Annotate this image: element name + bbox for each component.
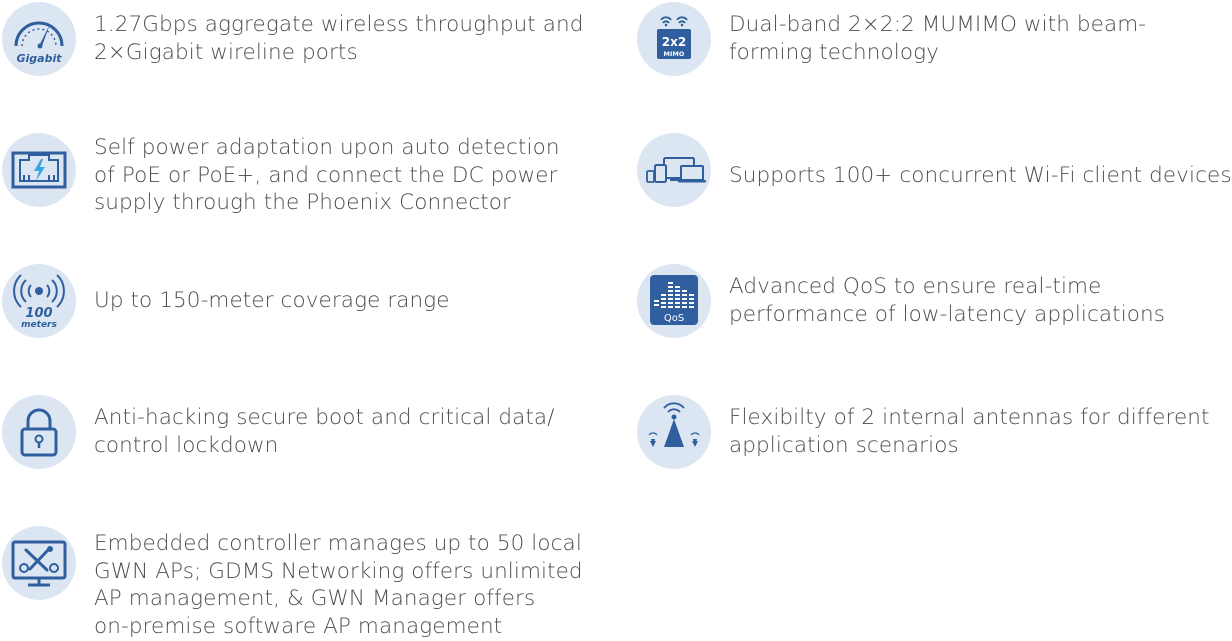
feature-line: AP management, & GWN Manager offers bbox=[94, 586, 536, 611]
feature-text-qos: Advanced QoS to ensure real-time perform… bbox=[729, 273, 1165, 328]
padlock-icon bbox=[20, 408, 58, 457]
controller-monitor-tools-icon bbox=[11, 540, 67, 587]
coverage-icon-sublabel: meters bbox=[21, 320, 57, 330]
mimo-wifi-icon: 2x2 MIMO bbox=[657, 16, 691, 59]
feature-line: control lockdown bbox=[94, 432, 279, 458]
feature-icon-circle bbox=[2, 133, 76, 207]
coverage-icon-label: 100 bbox=[25, 306, 52, 321]
feature-icon-circle: 2x2 MIMO bbox=[637, 2, 711, 76]
feature-line: Advanced QoS to ensure real-time bbox=[729, 274, 1102, 299]
feature-icon-circle bbox=[2, 395, 76, 469]
feature-icon-circle bbox=[637, 133, 711, 207]
feature-text-clients: Supports 100+ concurrent Wi-Fi client de… bbox=[729, 162, 1232, 190]
feature-line: on-premise software AP management bbox=[94, 613, 503, 639]
feature-text-coverage: Up to 150-meter coverage range bbox=[94, 287, 450, 315]
mimo-icon-sublabel: MIMO bbox=[664, 50, 685, 58]
feature-line: application scenarios bbox=[729, 432, 959, 458]
feature-line: 2×Gigabit wireline ports bbox=[94, 39, 358, 65]
feature-line: 1.27Gbps aggregate wireless throughput a… bbox=[94, 12, 584, 37]
feature-line: Supports 100+ concurrent Wi-Fi client de… bbox=[729, 163, 1232, 188]
feature-icon-circle bbox=[637, 395, 711, 469]
feature-icon-circle: QoS bbox=[637, 264, 711, 338]
power-ethernet-port-icon bbox=[11, 151, 67, 189]
feature-line: Embedded controller manages up to 50 loc… bbox=[94, 531, 582, 556]
feature-text-antennas: Flexibilty of 2 internal antennas for di… bbox=[729, 404, 1210, 459]
feature-icon-circle: 100 meters bbox=[2, 264, 76, 338]
feature-line: GWN APs; GDMS Networking offers unlimite… bbox=[94, 558, 583, 584]
gigabit-icon-label: Gigabit bbox=[17, 52, 63, 65]
feature-text-mimo: Dual-band 2×2:2 MUMIMO with beam- formin… bbox=[729, 11, 1146, 66]
feature-line: supply through the Phoenix Connector bbox=[94, 190, 511, 215]
feature-text-secure-boot: Anti-hacking secure boot and critical da… bbox=[94, 404, 555, 459]
feature-line: Flexibilty of 2 internal antennas for di… bbox=[729, 405, 1210, 430]
feature-line: performance of low-latency applications bbox=[729, 301, 1166, 327]
feature-line: Self power adaptation upon auto detectio… bbox=[94, 135, 560, 160]
qos-icon-label: QoS bbox=[664, 313, 684, 324]
internal-antennas-icon bbox=[648, 402, 700, 447]
feature-line: forming technology bbox=[729, 39, 939, 65]
feature-icon-circle: Gigabit bbox=[2, 2, 76, 76]
feature-text-power: Self power adaptation upon auto detectio… bbox=[94, 134, 560, 217]
mimo-icon-label: 2x2 bbox=[662, 35, 686, 49]
feature-line: Anti-hacking secure boot and critical da… bbox=[94, 405, 555, 430]
feature-line: Dual-band 2×2:2 MUMIMO with beam- bbox=[729, 12, 1147, 37]
feature-line: of PoE or PoE+, and connect the DC power bbox=[94, 162, 558, 188]
feature-icon-circle bbox=[2, 526, 76, 600]
coverage-range-icon: 100 meters bbox=[13, 274, 65, 330]
feature-text-throughput: 1.27Gbps aggregate wireless throughput a… bbox=[94, 11, 584, 66]
feature-text-controller: Embedded controller manages up to 50 loc… bbox=[94, 530, 583, 640]
gigabit-speedometer-icon: Gigabit bbox=[14, 21, 64, 65]
qos-equalizer-icon: QoS bbox=[650, 275, 698, 325]
feature-line: Up to 150-meter coverage range bbox=[94, 288, 450, 313]
client-devices-icon bbox=[646, 157, 706, 183]
